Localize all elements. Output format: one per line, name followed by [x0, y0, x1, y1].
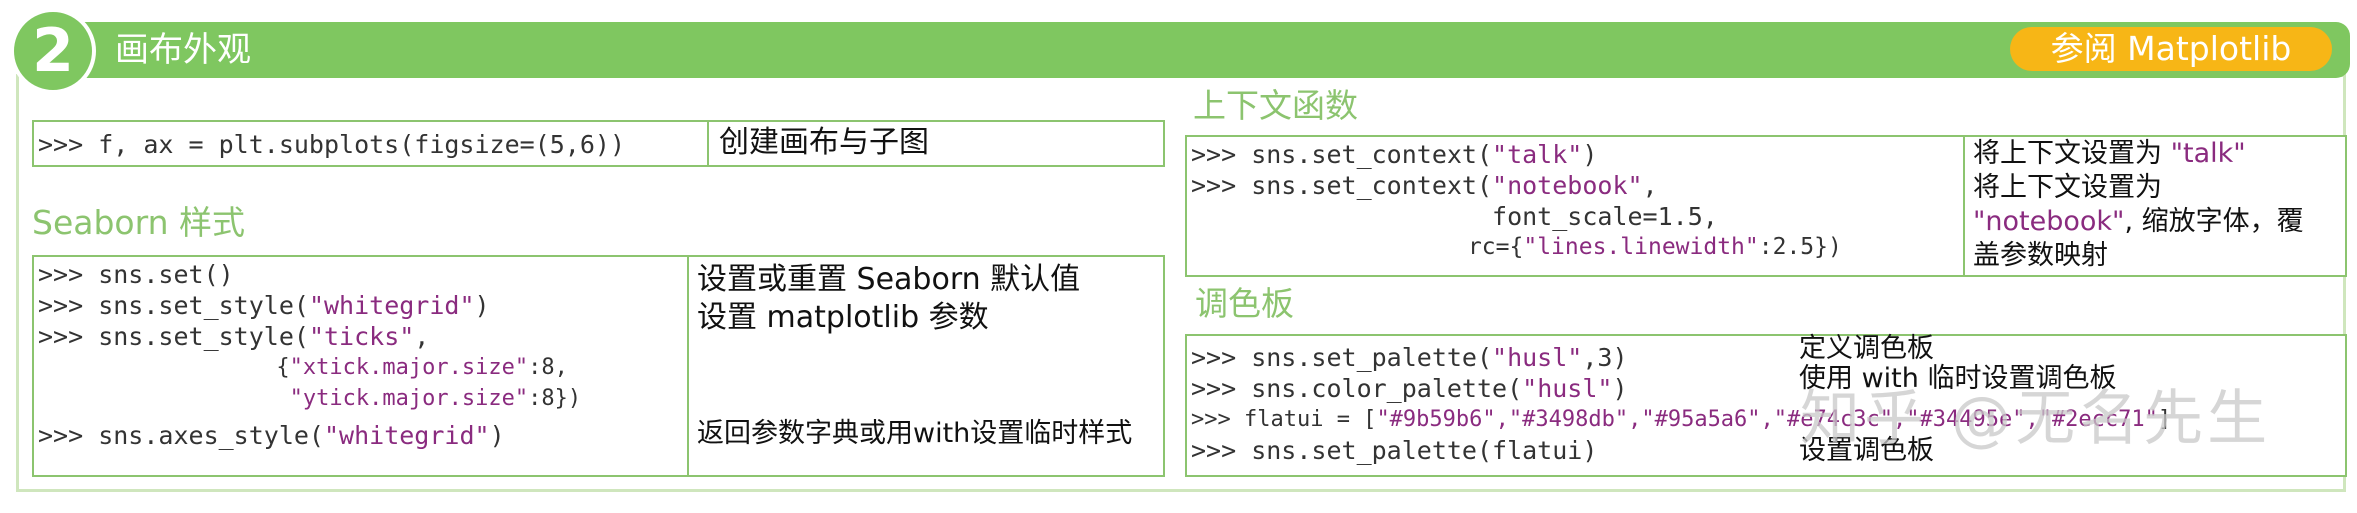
code-axes-style: >>> sns.axes_style("whitegrid")	[38, 421, 505, 450]
code-xtick-size: {"xtick.major.size":8,	[38, 355, 568, 380]
context-desc-notebook-2: "notebook", 缩放字体，覆	[1973, 206, 2304, 237]
palette-box: >>> sns.set_palette("husl",3) >>> sns.co…	[1185, 333, 2347, 477]
section-title: 画布外观	[115, 30, 251, 70]
context-box: >>> sns.set_context("talk") >>> sns.set_…	[1185, 135, 2347, 277]
context-desc-notebook-1: 将上下文设置为	[1973, 172, 2162, 203]
palette-desc-define: 定义调色板	[1799, 333, 1934, 364]
code-color-palette: >>> sns.color_palette("husl")	[1191, 374, 1628, 403]
code-ytick-size: "ytick.major.size":8})	[289, 386, 582, 411]
seaborn-desc-reset: 设置或重置 Seaborn 默认值	[697, 262, 1081, 297]
context-title: 上下文函数	[1193, 86, 1358, 125]
seaborn-desc-matplotlib: 设置 matplotlib 参数	[697, 300, 989, 335]
code-font-scale: font_scale=1.5,	[1191, 202, 1718, 231]
code-set: >>> sns.set()	[38, 260, 234, 289]
code-set-style-ticks: >>> sns.set_style("ticks",	[38, 322, 430, 351]
section-number-badge: 2	[10, 8, 96, 94]
context-desc-talk: 将上下文设置为 "talk"	[1973, 138, 2246, 169]
subplots-code: >>> f, ax = plt.subplots(figsize=(5,6))	[38, 130, 625, 159]
seaborn-style-title: Seaborn 样式	[32, 203, 246, 242]
code-set-palette: >>> sns.set_palette("husl",3)	[1191, 343, 1628, 372]
code-flatui: >>> flatui = ["#9b59b6","#3498db","#95a5…	[1191, 407, 2172, 432]
subplots-box: >>> f, ax = plt.subplots(figsize=(5,6)) …	[32, 120, 1165, 167]
context-desc-notebook-3: 盖参数映射	[1973, 240, 2108, 271]
code-set-style-whitegrid: >>> sns.set_style("whitegrid")	[38, 291, 490, 320]
code-context-talk: >>> sns.set_context("talk")	[1191, 140, 1598, 169]
code-rc-linewidth: rc={"lines.linewidth":2.5})	[1191, 234, 1842, 260]
palette-desc-with: 使用 with 临时设置调色板	[1799, 363, 2117, 394]
watermark: 知乎 @无名先生	[1800, 384, 2272, 454]
seaborn-desc-axes-style: 返回参数字典或用with设置临时样式	[697, 418, 1133, 449]
code-context-notebook: >>> sns.set_context("notebook",	[1191, 171, 1658, 200]
reference-pill: 参阅 Matplotlib	[2010, 27, 2332, 71]
palette-desc-set: 设置调色板	[1799, 435, 1934, 466]
palette-title: 调色板	[1195, 284, 1294, 323]
code-set-palette-flatui: >>> sns.set_palette(flatui)	[1191, 436, 1598, 465]
subplots-desc: 创建画布与子图	[719, 125, 929, 160]
header-bar	[70, 22, 2350, 78]
seaborn-style-box: >>> sns.set() >>> sns.set_style("whitegr…	[32, 255, 1165, 477]
